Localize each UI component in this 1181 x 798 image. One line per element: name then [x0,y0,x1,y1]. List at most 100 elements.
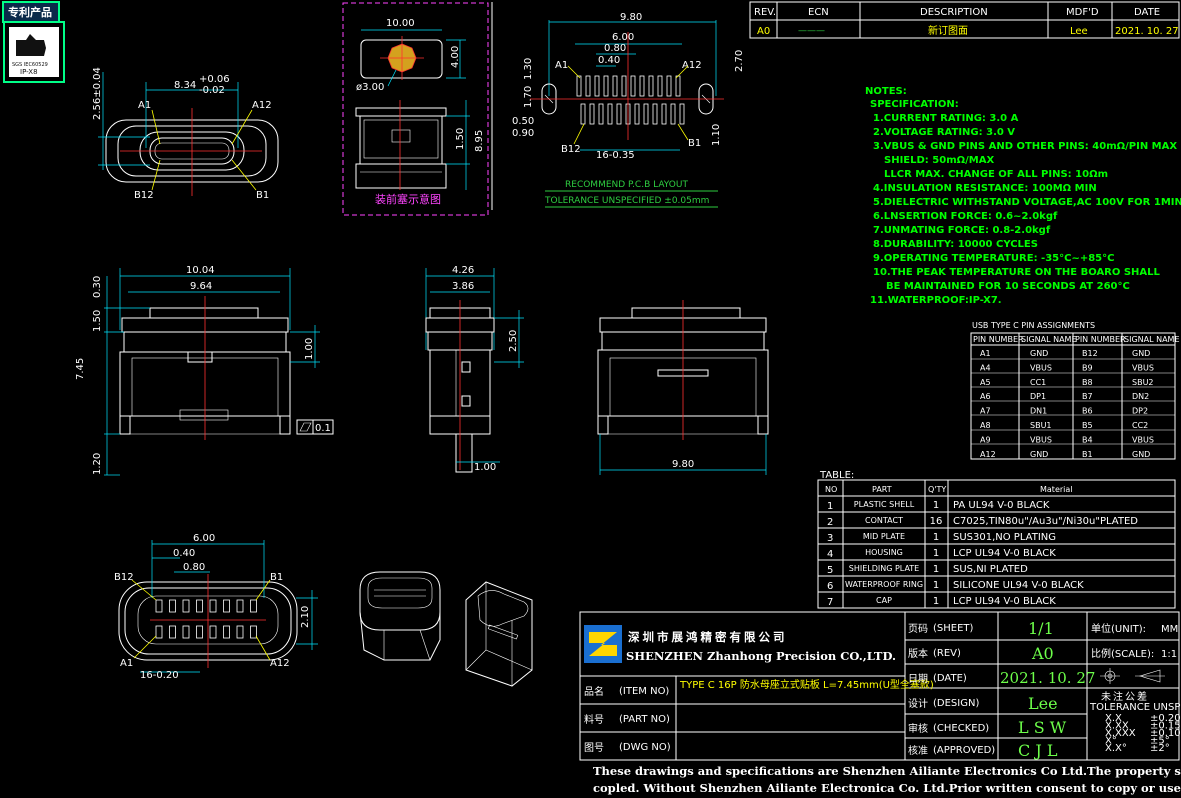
date-label: 日期 [908,673,928,685]
iso-view-2 [465,581,533,687]
parts-cell-material: SUS,NI PLATED [953,564,1028,575]
scale-value: 1:1 [1161,649,1177,660]
pcb-dim-040: 0.40 [598,55,620,66]
pcb-dim-110: 1.10 [711,124,722,146]
front-dim-100: 1.00 [304,338,315,360]
tol-title-en: TOLERANCE UNSPECIFIED [1089,702,1181,713]
notes-spec: SPECIFICATION: [870,99,959,110]
contact-pin-bottom [236,625,244,639]
waterproof-logo-icon [16,34,46,56]
pcb-dim-170: 1.70 [523,86,534,108]
front-flatness: 0.1 [315,423,331,434]
pin-cell: SBU2 [1132,378,1154,387]
pin-header-2: PIN NUMBER [1075,335,1126,344]
tol-value: ±0.10 [1150,728,1181,739]
rev-value-description: 新订图面 [928,24,968,37]
checked-label-en: (CHECKED) [933,723,989,734]
note-line-11: 9.OPERATING TEMPERATURE: -35°C~+85°C [873,253,1114,264]
contact-pin-bottom [155,625,163,639]
contact-pin-top [182,599,190,613]
pin-cell: SBU1 [1030,421,1052,430]
pin-cell: B7 [1082,392,1093,401]
pcb-pad-bottom [661,103,667,125]
cap-dim-895: 8.95 [474,130,485,152]
contact-pin-bottom [209,625,217,639]
company-name-cn: 深圳市展鸿精密有限公司 [628,630,788,644]
front-dim-030: 0.30 [92,276,103,298]
parts-cell-no: 7 [827,597,833,608]
parts-cell-no: 3 [827,533,833,544]
pin-cell: VBUS [1132,435,1154,444]
footer-line-2: copled. Without Shenzhen Ailiante Electr… [593,781,1181,795]
contact-pin-top [169,599,176,613]
note-line-1: 1.CURRENT RATING: 3.0 A [873,113,1019,124]
pin-cell: VBUS [1132,363,1154,372]
note-line-2: 2.VOLTAGE RATING: 3.0 V [873,127,1015,138]
rear-dim-980: 9.80 [672,459,694,470]
footer-line-1: These drawings and specifications are Sh… [593,764,1181,778]
contact-pin-bottom [196,625,203,639]
parts-cell-qty: 1 [933,596,939,607]
pin-cell: A4 [980,363,991,372]
contact-pin-top [155,599,163,613]
front-view: 10.04 9.64 0.30 1.50 7.45 1.20 1.00 0.1 [75,265,334,476]
tol-key: X° [1105,736,1117,747]
pin-cell: B9 [1082,363,1093,372]
pcb-dim-270: 2.70 [734,50,745,72]
pcb-pad-top [657,75,663,97]
contact-pin-bottom [169,625,176,639]
pcb-pad-top [621,75,627,97]
parts-cell-part: CAP [876,596,892,605]
company-name-en: SHENZHEN Zhanhong Precision CO.,LTD. [626,649,896,663]
top-label-a12: A12 [252,100,272,111]
contact-pin-top [250,599,257,613]
side-dim-426: 4.26 [452,265,474,276]
parts-cell-qty: 1 [933,532,939,543]
pcb-layout-view: 9.80 6.00 0.80 0.40 1.30 1.70 0.50 0.90 … [512,12,745,208]
note-line-14: 11.WATERPROOF:IP-X7. [870,295,1002,306]
flatness-icon [299,422,312,432]
pin-cell: VBUS [1030,435,1052,444]
date-value: 2021. 10. 27 [1000,669,1095,687]
item-no-value: TYPE C 16P 防水母座立式贴板 L=7.45mm(U型全塞款) [679,678,934,691]
parts-cell-no: 5 [827,565,833,576]
dwg-no-label: 图号 [584,742,604,754]
parts-cell-no: 1 [827,501,833,512]
note-line-3: 3.VBUS & GND PINS AND OTHER PINS: 40mΩ/P… [873,141,1177,152]
pin-cell: A8 [980,421,991,430]
parts-cell-part: SHIELDING PLATE [849,564,919,573]
checked-label: 审核 [908,722,928,735]
note-line-13: BE MAINTAINED FOR 10 SECONDS AT 260°C [886,281,1130,292]
front-dim-120: 1.20 [92,453,103,475]
rear-view: 9.80 [597,300,769,475]
pin-cell: B8 [1082,378,1093,387]
pcb-pad-top [639,75,645,97]
parts-header-part: PART [872,485,892,494]
pcb-pad-bottom [598,103,604,125]
pin-header-1: SIGNAL NAME [1021,335,1077,344]
parts-cell-no: 4 [827,549,833,560]
design-value: Lee [1028,694,1058,713]
pin-cell: CC2 [1132,421,1148,430]
design-label: 设计 [908,697,928,710]
side-view: 4.26 3.86 2.50 1.00 [425,265,524,473]
contact-pin-bottom [223,625,230,639]
tol-key: X.X° [1105,743,1127,754]
pcb-pad-top [585,75,591,97]
pin-cell: A1 [980,349,991,358]
pcb-dim-980: 9.80 [620,12,642,23]
cap-dim-150: 1.50 [455,128,466,150]
title-block: 深圳市展鸿精密有限公司 SHENZHEN Zhanhong Precision … [579,611,1181,795]
pin-table-title: USB TYPE C PIN ASSIGNMENTS [972,321,1095,330]
contact-pin-bottom [182,625,190,639]
notes-block: NOTES: SPECIFICATION: 1.CURRENT RATING: … [865,86,1181,306]
rev-value-mdfd: Lee [1070,26,1088,37]
rev-header-rev: REV. [754,7,776,18]
bottom-label-a12: A12 [270,658,290,669]
parts-cell-part: HOUSING [865,548,903,557]
bottom-dim-080: 0.80 [183,562,205,573]
side-dim-386: 3.86 [452,281,474,292]
pcb-pad-bottom [580,103,586,125]
parts-cell-material: LCP UL94 V-0 BLACK [953,548,1056,559]
